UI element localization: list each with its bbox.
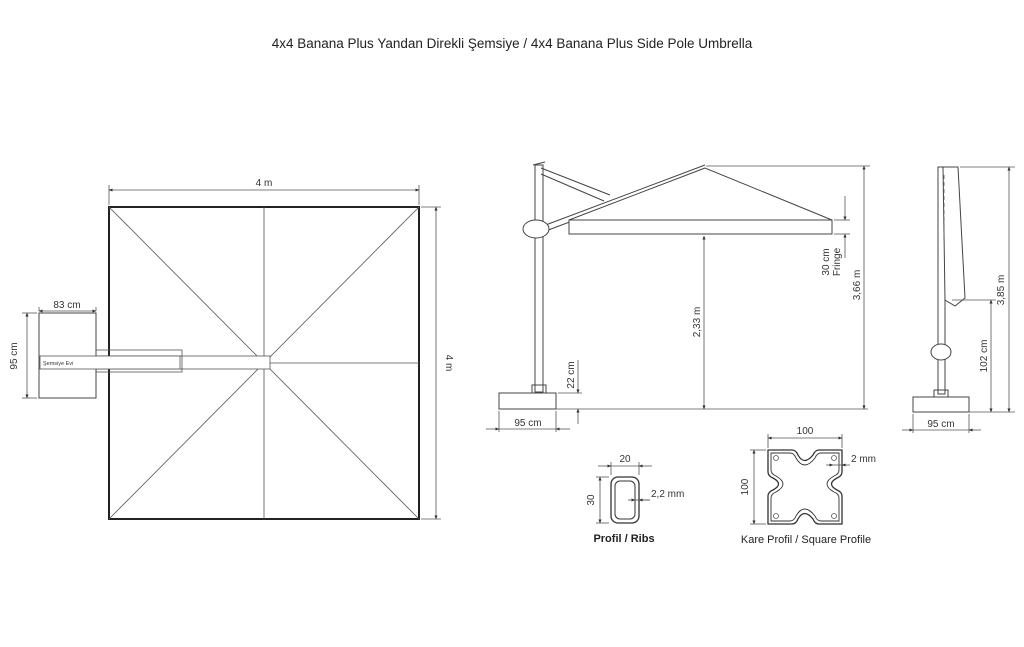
base-block xyxy=(912,396,970,413)
arm-joint xyxy=(930,343,952,361)
dim-label-front-base-width: 95 cm xyxy=(927,419,954,430)
pole xyxy=(534,164,544,393)
square-inner xyxy=(770,452,840,522)
base-logo: Şemsiye Evi xyxy=(43,361,73,367)
folded-canopy xyxy=(942,166,966,307)
rib-height-label: 30 xyxy=(586,494,597,506)
dim-label-front-total-height: 3,85 m xyxy=(996,275,1007,306)
top-view: Şemsiye Evi 4 m 4 m 83 cm 95 cm xyxy=(9,178,454,520)
dim-label-total-height: 3,66 m xyxy=(852,270,863,301)
square-caption: Kare Profil / Square Profile xyxy=(741,534,871,546)
dim-label-clearance: 2,33 m xyxy=(692,307,703,338)
rib-thickness-label: 2,2 mm xyxy=(651,489,684,500)
dim-label-arm-height: 102 cm xyxy=(979,340,990,373)
rib-caption: Profil / Ribs xyxy=(593,533,654,545)
square-thickness-label: 2 mm xyxy=(851,454,876,465)
rib-width-label: 20 xyxy=(619,454,631,465)
front-view: 3,85 m 102 cm 95 cm xyxy=(902,166,1015,433)
page-title: 4x4 Banana Plus Yandan Direkli Şemsiye /… xyxy=(271,36,753,51)
side-view: 2,33 m 30 cm Fringe 3,66 m 22 cm 95 cm xyxy=(486,161,870,432)
dim-label-fringe: 30 cm xyxy=(821,248,832,275)
square-height-label: 100 xyxy=(740,478,751,495)
dim-label-base-depth: 95 cm xyxy=(9,342,20,369)
dim-label-side-base-width: 95 cm xyxy=(514,418,541,429)
dim-label-fringe-word: Fringe xyxy=(832,247,843,276)
base-plate xyxy=(38,312,97,399)
dim-label-height: 4 m xyxy=(443,355,454,372)
base-block xyxy=(498,392,557,410)
pole-arm xyxy=(39,355,181,370)
square-width-label: 100 xyxy=(797,426,814,437)
square-outline xyxy=(767,449,843,525)
dim-label-base-width: 83 cm xyxy=(53,300,80,311)
arm-joint xyxy=(522,219,550,239)
dim-label-base-height: 22 cm xyxy=(566,361,577,388)
square-profile: 100 100 2 mm Kare Profil / Square Profil… xyxy=(740,426,876,546)
rib-profile: 20 30 2,2 mm Profil / Ribs xyxy=(586,454,684,545)
fringe xyxy=(568,219,833,235)
dim-label-width: 4 m xyxy=(256,178,273,189)
